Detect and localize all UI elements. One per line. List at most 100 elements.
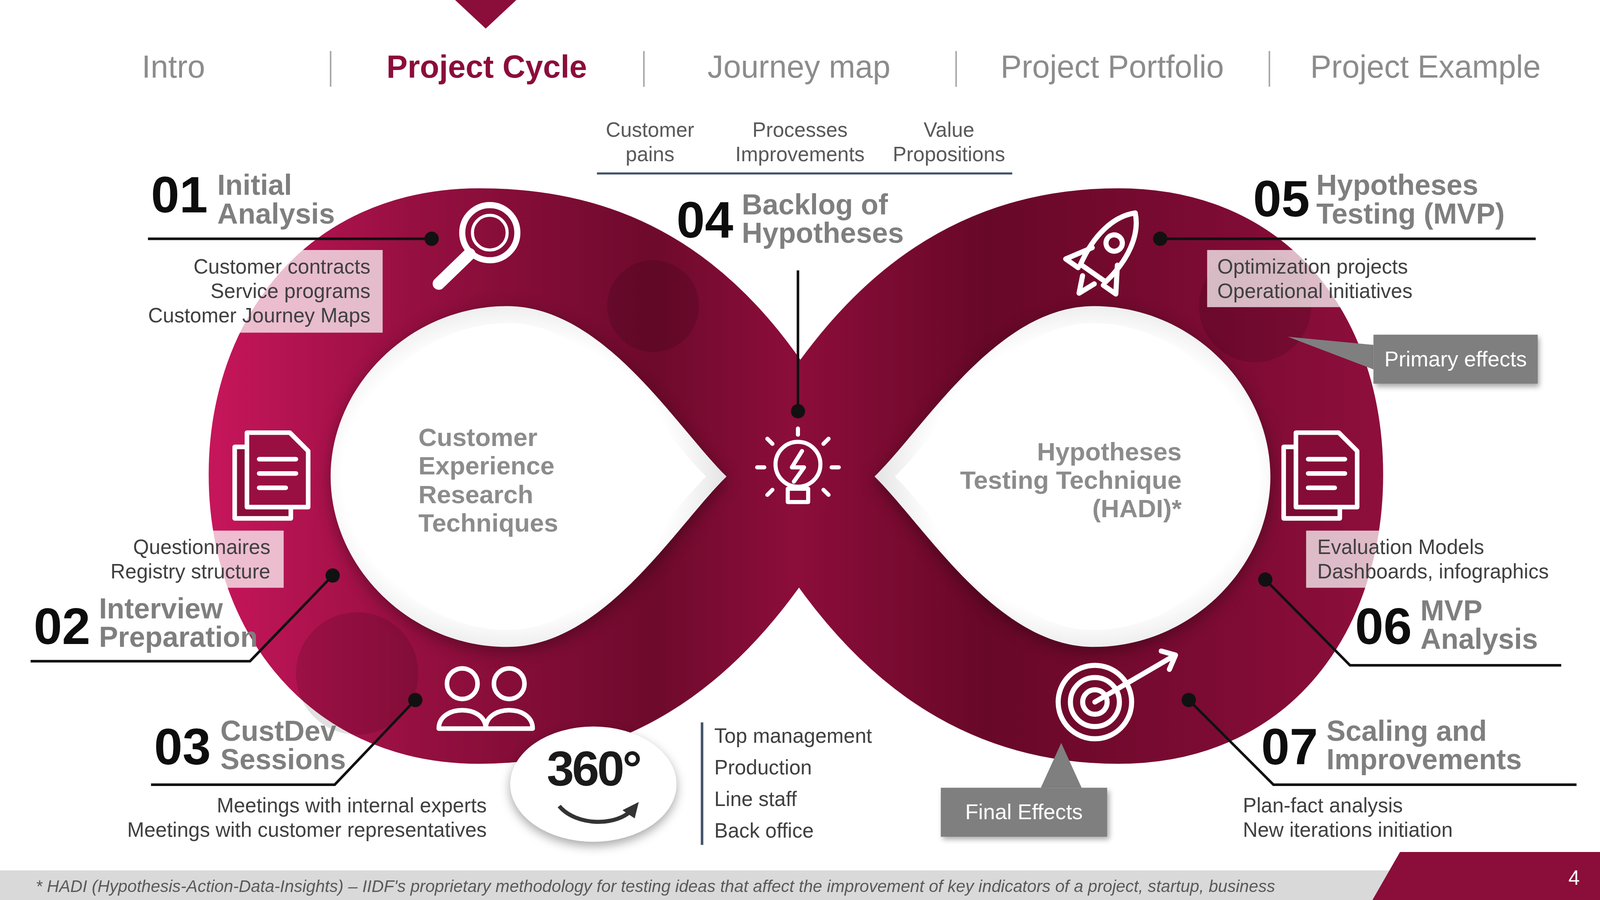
- bulb-icon-part: [796, 428, 800, 435]
- node-text: Questionnaires Registry structure: [96, 534, 271, 584]
- text-label: 01: [151, 169, 208, 221]
- infinity-band: [268, 248, 1324, 704]
- leader-dot-part: [424, 231, 439, 246]
- node-text: Optimization projects Operational initia…: [1217, 254, 1432, 303]
- document-icon-part: [259, 485, 286, 490]
- callout-tail: [1287, 336, 1374, 370]
- tab-separator-part: [330, 51, 332, 87]
- rocket-icon-part: [1103, 265, 1130, 294]
- text-label: Project Example: [1282, 46, 1569, 88]
- bulb-icon-part: [757, 465, 765, 470]
- leader-dot-part: [325, 568, 340, 583]
- text-label: Value Propositions: [887, 117, 1010, 166]
- topic-rule: [596, 172, 1012, 175]
- footnote-caption: * HADI (Hypothesis-Action-Data-Insights)…: [35, 874, 1276, 897]
- text-label: Customer pains: [594, 117, 707, 166]
- leader-dot-part: [1181, 692, 1196, 708]
- text-label: New iterations initiation: [1242, 817, 1453, 842]
- text-label: Intro: [30, 46, 317, 88]
- leader-dot-part: [1258, 572, 1273, 587]
- people-icon: [438, 668, 533, 729]
- rocket-icon-part: [1078, 202, 1150, 284]
- text-label: 05: [1253, 173, 1310, 225]
- text-label: MVP Analysis: [1420, 596, 1554, 654]
- rocket-icon-part: [1102, 231, 1126, 255]
- leader-line-part: [796, 270, 800, 412]
- bulb-icon-part: [831, 465, 839, 470]
- node-text: Customer Experience Research Techniques: [418, 422, 572, 537]
- technique-lobe: Customer Experience Research Techniques: [328, 304, 729, 649]
- leader-dot-part: [1153, 231, 1168, 246]
- leader-line-part: [148, 237, 432, 240]
- teardrop-group: [330, 306, 727, 647]
- leader-dot-part: [408, 692, 423, 708]
- text-label: Initial Analysis: [217, 171, 350, 229]
- tab-separator-part: [643, 51, 645, 87]
- text-label: 06: [1355, 601, 1412, 653]
- teardrop-outline: [330, 306, 727, 647]
- text-label: Meetings with customer representatives: [102, 817, 487, 842]
- target-icon: [1058, 651, 1176, 739]
- leader-line-part: [1188, 700, 1577, 785]
- technique-lobe: Hypotheses Testing Technique (HADI)*: [872, 304, 1273, 649]
- leader-line: [30, 238, 1577, 785]
- rocket-icon-part: [1073, 275, 1095, 298]
- list-rule: [700, 722, 704, 845]
- rotation-arrowhead: [622, 802, 639, 819]
- magnifier-icon: [438, 205, 518, 284]
- node-text: Customer contracts Service programs Cust…: [135, 254, 371, 328]
- text-label: Project Portfolio: [969, 46, 1255, 88]
- text-label: Top management: [714, 723, 872, 748]
- leader-line-part: [1265, 579, 1562, 666]
- node-text: 360°: [510, 740, 677, 798]
- people-icon-part: [446, 668, 478, 700]
- text-label: Production: [714, 755, 812, 780]
- text-label: Back office: [714, 818, 814, 843]
- bulb-icon: [757, 428, 839, 502]
- people-icon-part: [494, 668, 525, 700]
- bulb-icon-part: [823, 438, 829, 444]
- magnifier-icon-part: [472, 215, 508, 250]
- band-shading: [296, 250, 1312, 735]
- people-icon-part: [485, 710, 533, 729]
- band-shading-part: [607, 260, 700, 353]
- leader-line-part: [1160, 237, 1536, 240]
- node-text: Primary effects: [1373, 334, 1538, 384]
- node-text: Evaluation Models Dashboards, infographi…: [1317, 534, 1562, 584]
- bulb-icon-part: [775, 442, 821, 487]
- teardrop-group: [874, 306, 1271, 647]
- footer-band: [0, 870, 1398, 900]
- callout-box: Final Effects: [940, 787, 1108, 837]
- tab-marker: [455, 0, 517, 29]
- document-icon: [234, 432, 309, 519]
- teardrop-inner: [349, 323, 706, 630]
- text-label: Line staff: [714, 786, 797, 812]
- callout-box: Primary effects: [1373, 334, 1538, 384]
- text-label: 07: [1261, 721, 1318, 773]
- text-label: CustDev Sessions: [220, 717, 364, 775]
- target-icon-part: [1094, 656, 1174, 702]
- text-label: Interview Preparation: [98, 594, 268, 652]
- leader-line-part: [151, 700, 416, 785]
- leader-dot: [325, 231, 1273, 708]
- teardrop-outline: [874, 306, 1271, 647]
- tab-separator-part: [1268, 51, 1271, 87]
- document-icon-part: [1308, 485, 1335, 490]
- icon: [234, 195, 1358, 739]
- tab-separator-part: [955, 51, 957, 87]
- text-label: Hypotheses Testing (MVP): [1316, 171, 1521, 229]
- teardrop-inner: [894, 323, 1252, 630]
- text-label: Project Cycle: [344, 46, 630, 88]
- badge-circle: 360°: [510, 726, 677, 842]
- people-icon-part: [438, 710, 486, 729]
- leader-line-part: [30, 575, 333, 662]
- highlight-box: Questionnaires Registry structure: [110, 530, 284, 588]
- bulb-icon-part: [787, 488, 808, 502]
- text-label: 04: [676, 194, 734, 246]
- rocket-icon: [1054, 195, 1161, 311]
- text-label: 03: [154, 721, 211, 773]
- rocket-icon-part: [1065, 238, 1092, 268]
- bulb-icon-part: [767, 438, 773, 444]
- highlight-box: Customer contracts Service programs Cust…: [196, 250, 383, 333]
- text-label: Journey map: [656, 46, 942, 88]
